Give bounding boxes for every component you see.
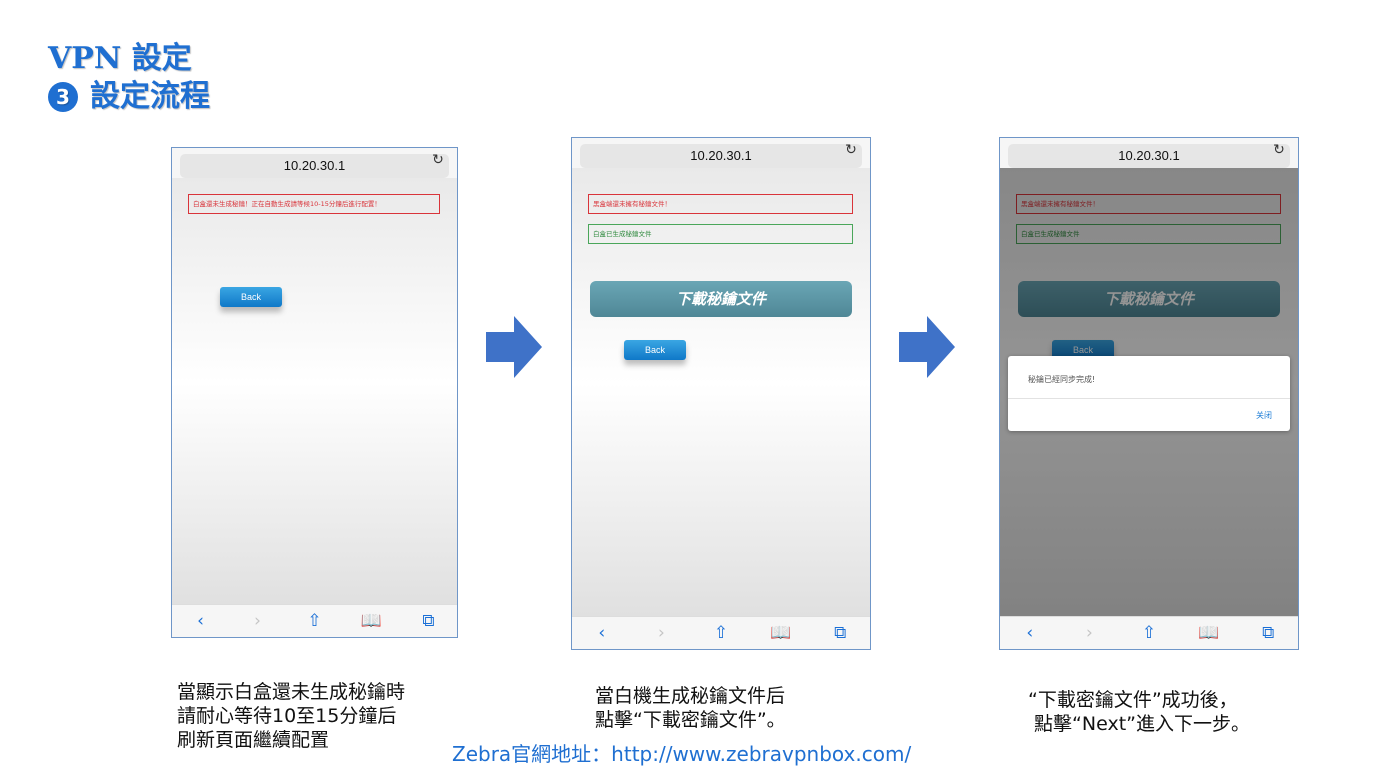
website-link[interactable]: Zebra官網地址：http://www.zebravpnbox.com/ [452, 742, 912, 766]
phone-screenshot-1: 10.20.30.1 ↻ 白盒還未生成秘鑰！正在自動生成請等候10-15分鐘后進… [171, 147, 458, 638]
title-line-2-text: 設定流程 [90, 79, 210, 114]
forward-chevron-icon[interactable]: › [1085, 623, 1093, 643]
dialog-divider [1008, 398, 1290, 399]
reload-icon[interactable]: ↻ [1273, 142, 1285, 158]
phone-screenshot-2: 10.20.30.1 ↻ 黑盒端還未擁有秘鑰文件！ 白盒已生成秘鑰文件 下載秘鑰… [571, 137, 871, 650]
phone-screenshot-3: 10.20.30.1 ↻ 黑盒端還未擁有秘鑰文件！ 白盒已生成秘鑰文件 下載秘鑰… [999, 137, 1299, 650]
flow-arrow-2 [899, 316, 955, 378]
error-message: 黑盒端還未擁有秘鑰文件！ [588, 194, 853, 214]
url-field[interactable]: 10.20.30.1 [1008, 144, 1290, 168]
back-chevron-icon[interactable]: ‹ [1026, 623, 1034, 643]
caption-step-1: 當顯示白盒還未生成秘鑰時 請耐心等待10至15分鐘后 刷新頁面繼續配置 [177, 681, 406, 751]
caption-step-2: 當白機生成秘鑰文件后 點擊“下載密鑰文件”。 [595, 685, 786, 731]
title-line-2: 3 設定流程 [48, 78, 210, 116]
url-field[interactable]: 10.20.30.1 [180, 154, 449, 178]
forward-chevron-icon[interactable]: › [254, 611, 261, 631]
url-text: 10.20.30.1 [283, 158, 346, 173]
page-content: 白盒還未生成秘鑰！正在自動生成請等候10-15分鐘后進行配置！ Back [172, 178, 457, 605]
url-text: 10.20.30.1 [1118, 148, 1180, 163]
forward-chevron-icon[interactable]: › [657, 623, 665, 643]
back-chevron-icon[interactable]: ‹ [197, 611, 204, 631]
error-message: 黑盒端還未擁有秘鑰文件！ [1016, 194, 1281, 214]
tabs-icon[interactable]: ⧉ [1262, 623, 1275, 643]
url-field[interactable]: 10.20.30.1 [580, 144, 862, 168]
tabs-icon[interactable]: ⧉ [422, 611, 435, 631]
dialog-close-button[interactable]: 关闭 [1256, 411, 1272, 420]
back-button[interactable]: Back [1052, 340, 1114, 360]
address-bar: 10.20.30.1 ↻ [1000, 138, 1298, 176]
slide-title: VPN 設定 3 設定流程 [48, 40, 210, 116]
share-icon[interactable]: ⇧ [1141, 623, 1157, 643]
tabs-icon[interactable]: ⧉ [834, 623, 847, 643]
error-message: 白盒還未生成秘鑰！正在自動生成請等候10-15分鐘后進行配置！ [188, 194, 440, 214]
share-icon[interactable]: ⇧ [307, 611, 322, 631]
success-message: 白盒已生成秘鑰文件 [588, 224, 853, 244]
sync-complete-dialog: 秘鑰已經同步完成! 关闭 [1008, 356, 1290, 431]
back-chevron-icon[interactable]: ‹ [598, 623, 606, 643]
page-content: 黑盒端還未擁有秘鑰文件！ 白盒已生成秘鑰文件 下載秘鑰文件 Back [572, 168, 870, 617]
dialog-message: 秘鑰已經同步完成! [1028, 375, 1096, 384]
reload-icon[interactable]: ↻ [845, 142, 857, 158]
step-number-badge: 3 [48, 82, 78, 112]
bookmarks-icon[interactable]: 📖 [769, 623, 792, 643]
bookmarks-icon[interactable]: 📖 [360, 611, 383, 631]
back-button[interactable]: Back [624, 340, 686, 360]
download-key-button[interactable]: 下載秘鑰文件 [1018, 281, 1280, 317]
url-text: 10.20.30.1 [690, 148, 752, 163]
browser-toolbar: ‹ › ⇧ 📖 ⧉ [1000, 616, 1298, 649]
download-key-button[interactable]: 下載秘鑰文件 [590, 281, 852, 317]
title-line-1: VPN 設定 [48, 41, 192, 76]
bookmarks-icon[interactable]: 📖 [1197, 623, 1220, 643]
reload-icon[interactable]: ↻ [432, 152, 444, 168]
caption-step-3: “下載密鑰文件”成功後， 點擊“Next”進入下一步。 [1028, 689, 1250, 735]
share-icon[interactable]: ⇧ [713, 623, 729, 643]
flow-arrow-1 [486, 316, 542, 378]
back-button[interactable]: Back [220, 287, 282, 307]
browser-toolbar: ‹ › ⇧ 📖 ⧉ [572, 616, 870, 649]
browser-toolbar: ‹ › ⇧ 📖 ⧉ [172, 604, 457, 637]
success-message: 白盒已生成秘鑰文件 [1016, 224, 1281, 244]
